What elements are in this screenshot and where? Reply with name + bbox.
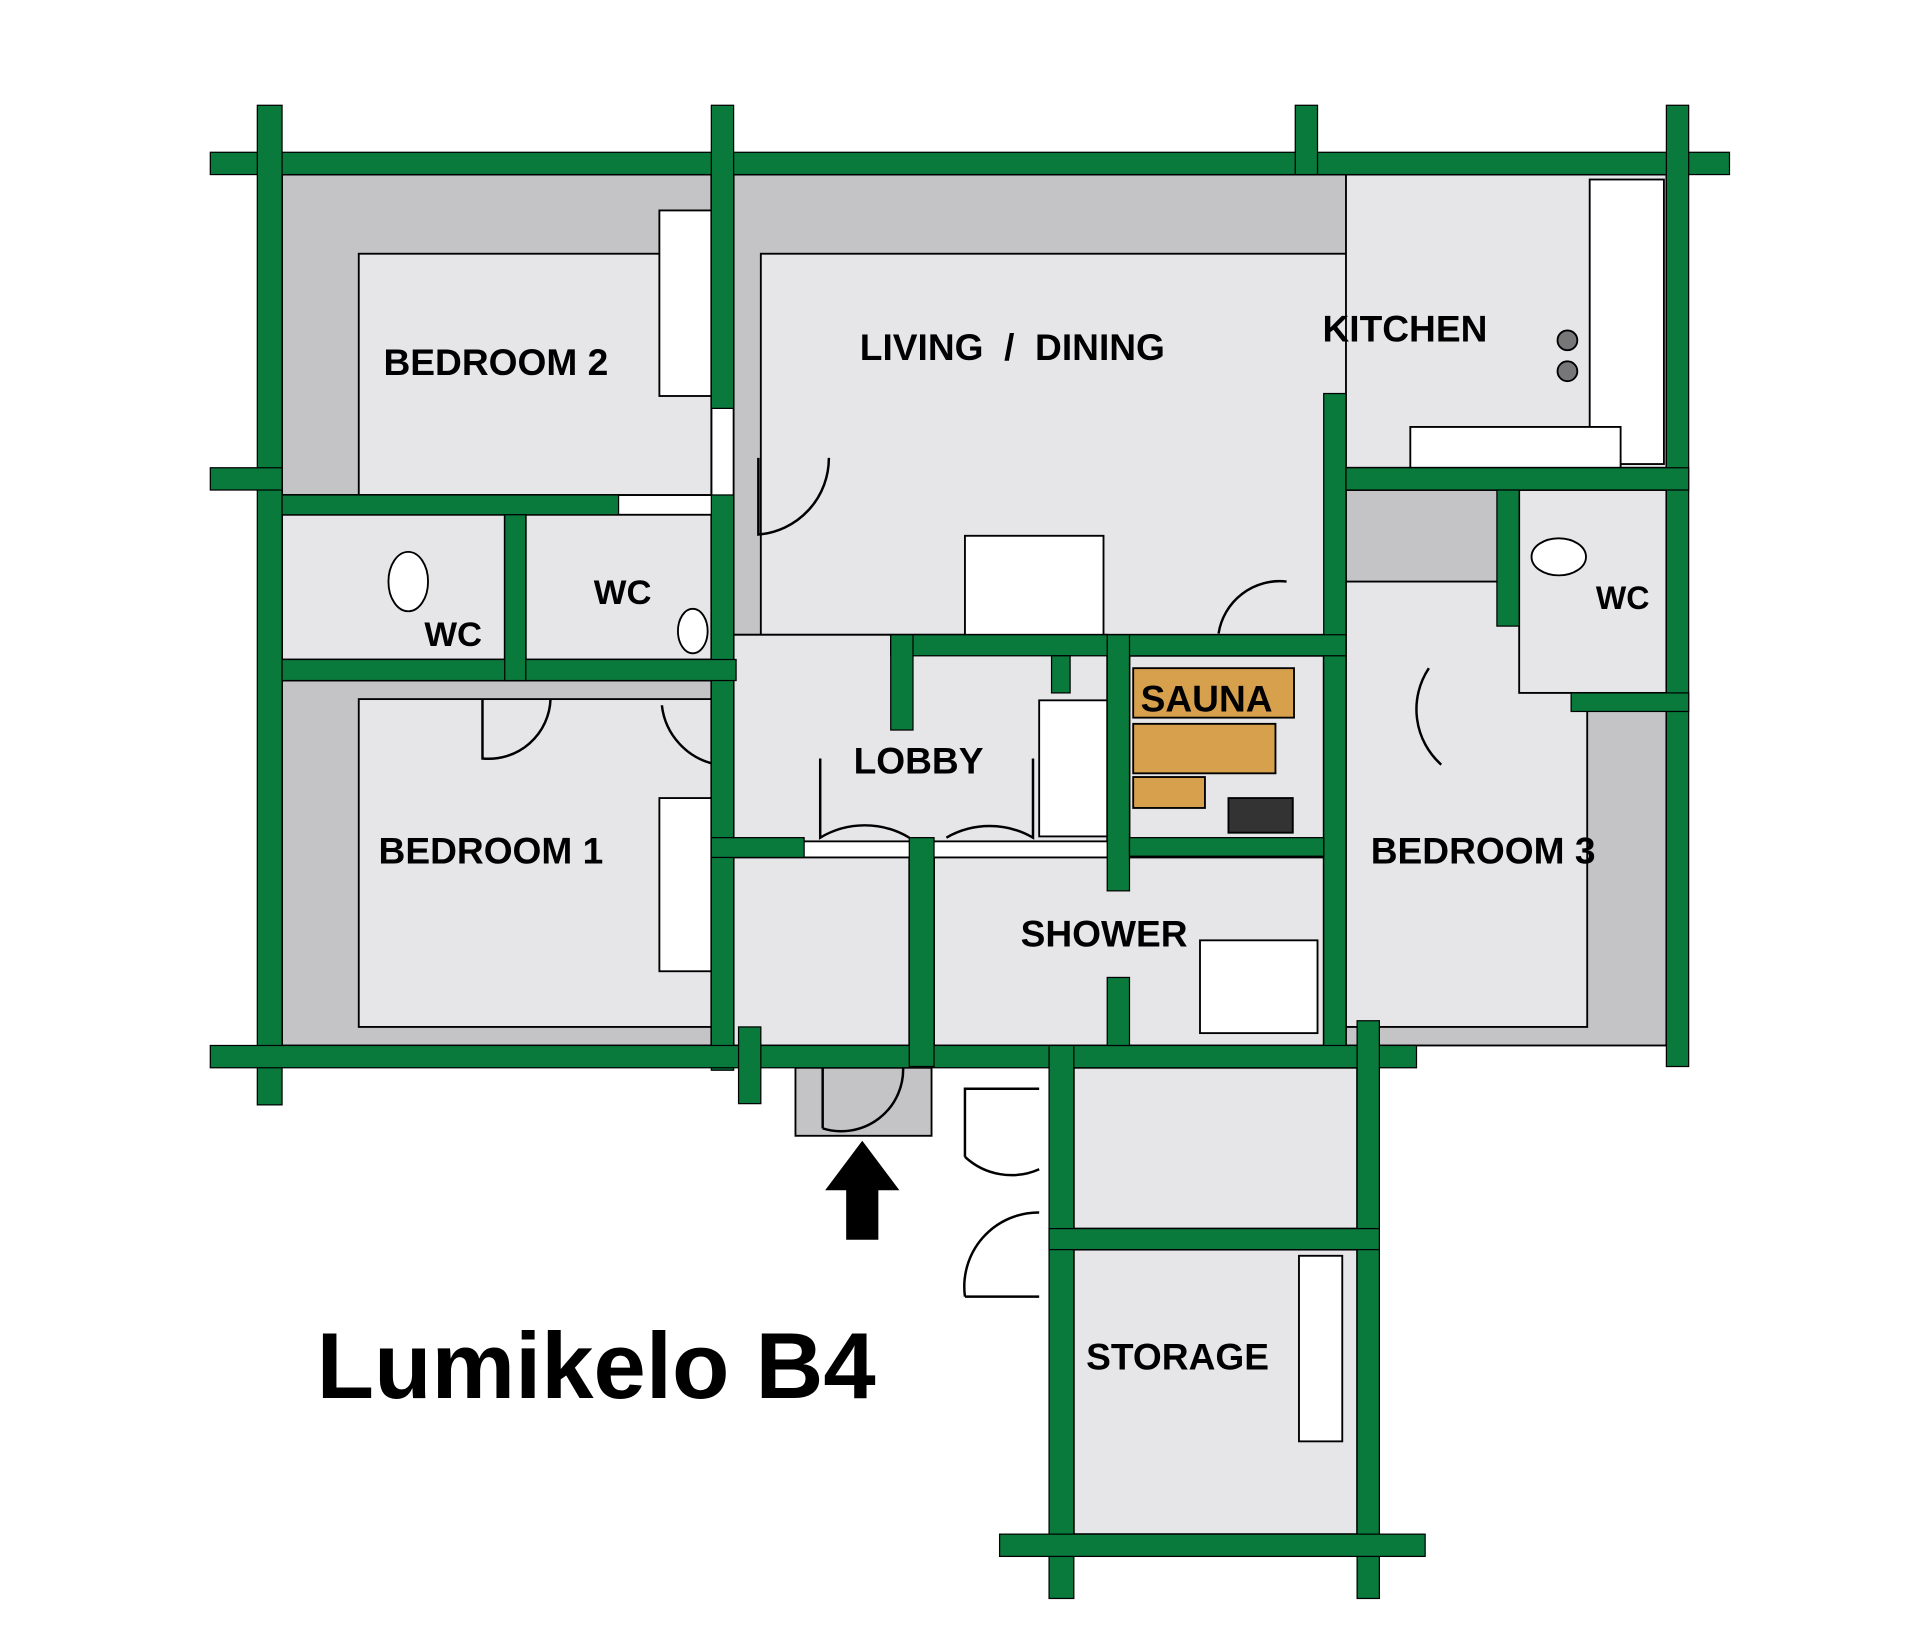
storage-upper-floor (1072, 1066, 1359, 1230)
label-shower: SHOWER (1021, 913, 1188, 955)
label-wc-middle: WC (594, 574, 652, 612)
sauna-bench (1132, 776, 1206, 809)
walls (209, 104, 1731, 1600)
label-kitchen: KITCHEN (1322, 308, 1487, 350)
kitchen-counter (1588, 178, 1665, 465)
sauna-bench (1132, 667, 1295, 719)
floors (281, 173, 1668, 1536)
wc-right-floor (1518, 489, 1668, 694)
shower-cabin (1199, 939, 1319, 1035)
entry-step (794, 1066, 933, 1137)
label-wc-right: WC (1596, 580, 1650, 616)
wardrobe (658, 797, 713, 973)
fireplace (964, 534, 1105, 636)
label-bedroom2: BEDROOM 2 (384, 341, 609, 383)
sauna-heater (1227, 797, 1294, 834)
door-arcs (481, 457, 1443, 1298)
label-bedroom3: BEDROOM 3 (1371, 830, 1596, 872)
room-labels: BEDROOM 2 LIVING / DINING KITCHEN WC WC … (379, 308, 1650, 1378)
wardrobe (1038, 699, 1109, 838)
label-lobby: LOBBY (854, 739, 984, 781)
label-sauna: SAUNA (1141, 677, 1273, 719)
sauna-bench (1132, 722, 1277, 775)
wardrobe (658, 209, 713, 397)
label-wc-left: WC (424, 616, 482, 654)
entrance-arrow-icon (825, 1140, 900, 1240)
label-storage: STORAGE (1086, 1336, 1269, 1378)
plan-title: Lumikelo B4 (317, 1313, 876, 1418)
entry-floor (732, 856, 911, 1047)
stove-icon (1556, 360, 1579, 383)
stove-icon (1556, 329, 1579, 352)
toilet-icon (677, 607, 709, 655)
kitchen-counter (1409, 426, 1622, 469)
label-bedroom1: BEDROOM 1 (379, 830, 604, 872)
toilet-icon (387, 550, 429, 613)
shelving (1298, 1254, 1344, 1443)
toilet-icon (1530, 537, 1587, 577)
label-living-dining: LIVING / DINING (860, 326, 1165, 368)
